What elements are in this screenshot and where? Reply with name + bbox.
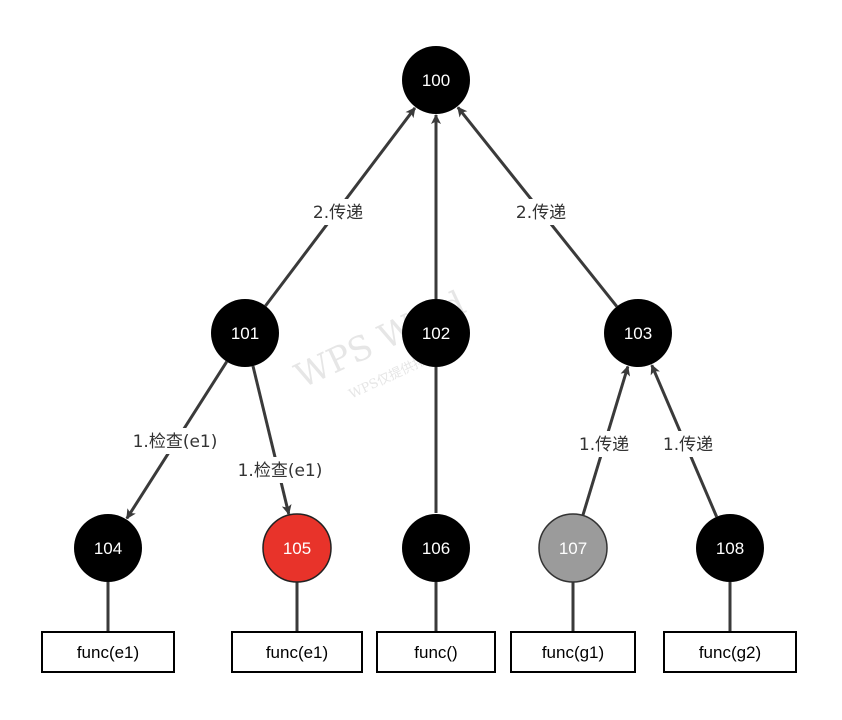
node-107 [538, 513, 608, 583]
node-label: 101 [231, 324, 259, 343]
func-box [510, 631, 636, 673]
node-label: 106 [422, 539, 450, 558]
edge-n101-n105 [251, 365, 292, 515]
edge-label: 1.检查(e1) [238, 461, 323, 481]
edge-label-bg [656, 431, 720, 457]
func-box [663, 631, 797, 673]
node-label: 104 [94, 539, 122, 558]
node-label: 105 [283, 539, 311, 558]
func-box-label: func(e1) [77, 643, 139, 662]
edge-label: 2.传递 [313, 203, 363, 223]
node-103 [604, 299, 672, 367]
node-label: 100 [422, 71, 450, 90]
edge-label-bg [572, 431, 636, 457]
node-102 [402, 299, 470, 367]
edge-label: 1.检查(e1) [133, 432, 218, 452]
node-104 [74, 514, 142, 582]
node-label: 102 [422, 324, 450, 343]
edge-label-bg [505, 199, 577, 225]
edge-label-bg [221, 457, 339, 483]
func-box-label: func() [414, 643, 457, 662]
edge-label: 2.传递 [516, 203, 566, 223]
node-105 [262, 513, 332, 583]
edge-labels: 2.传递 2.传递 1.检查(e1) 1.检查(e1) 1.传递 1.传递 [116, 199, 720, 483]
node-label: 108 [716, 539, 744, 558]
func-box-label: func(g1) [542, 643, 604, 662]
edge-label: 1.传递 [579, 435, 629, 455]
node-100 [402, 46, 470, 114]
func-box [41, 631, 175, 673]
func-box-label: func(e1) [266, 643, 328, 662]
node-101 [211, 299, 279, 367]
edge-label-bg [116, 428, 234, 454]
nodes: 100 101 102 103 104 105 106 107 108 [74, 46, 764, 583]
edge-label: 1.传递 [663, 435, 713, 455]
edge-label-bg [302, 199, 374, 225]
func-box [376, 631, 496, 673]
func-box-label: func(g2) [699, 643, 761, 662]
node-label: 103 [624, 324, 652, 343]
func-boxes: func(e1) func(e1) func() func(g1) func(g2) [41, 582, 797, 673]
func-box [231, 631, 363, 673]
node-108 [696, 514, 764, 582]
node-106 [402, 514, 470, 582]
node-label: 107 [559, 539, 587, 558]
